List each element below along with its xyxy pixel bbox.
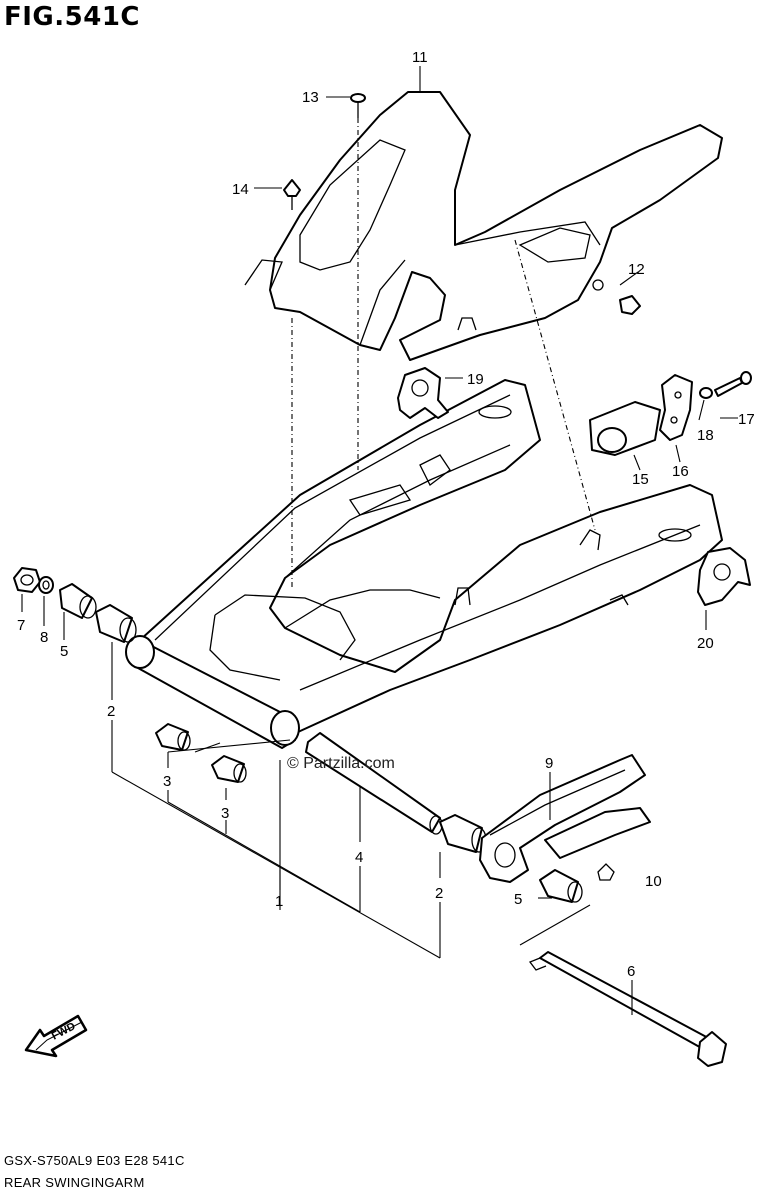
callout-5-lower: 5 (514, 891, 522, 908)
swingarm-part-1[interactable] (125, 379, 723, 749)
pivot-shaft-part-6[interactable] (528, 951, 727, 1067)
callout-2-lower: 2 (435, 885, 443, 902)
callout-17: 17 (738, 411, 755, 428)
callout-20: 20 (697, 635, 714, 652)
callout-4: 4 (355, 849, 363, 866)
bolt-part-17[interactable] (714, 371, 752, 397)
chain-buffer-part-15[interactable] (589, 401, 661, 456)
bolt-part-12[interactable] (619, 295, 641, 315)
callout-2-upper: 2 (107, 703, 115, 720)
chain-adjuster-part-16[interactable] (659, 374, 693, 441)
chain-case-part-9[interactable] (479, 754, 646, 883)
callout-1: 1 (275, 893, 283, 910)
bearing-part-3-upper[interactable] (155, 723, 191, 751)
screw-part-13[interactable] (350, 93, 366, 118)
washer-part-8[interactable] (38, 576, 54, 594)
screw-part-14[interactable] (283, 179, 301, 210)
rear-cushion-bracket-part-19[interactable] (397, 367, 449, 419)
bearing-part-2-lower[interactable] (439, 814, 487, 853)
cushion-mount-part-20[interactable] (697, 547, 751, 606)
callout-3-upper: 3 (163, 773, 171, 790)
leader-lines (21, 66, 738, 1015)
callout-7: 7 (17, 617, 25, 634)
callout-16: 16 (672, 463, 689, 480)
callout-8: 8 (40, 629, 48, 646)
chain-cover-part-11[interactable] (244, 91, 723, 361)
callout-12: 12 (628, 261, 645, 278)
bearing-part-2[interactable] (95, 604, 137, 643)
pipe-part-4[interactable] (305, 732, 443, 835)
fwd-arrow-icon (24, 1014, 88, 1058)
callout-3-lower: 3 (221, 805, 229, 822)
chain-guide-part-10[interactable] (544, 807, 651, 881)
callout-14: 14 (232, 181, 249, 198)
watermark: © Partzilla.com (287, 755, 395, 772)
callout-numbers: 11 13 14 12 19 17 18 16 15 20 7 8 5 2 3 … (17, 49, 755, 980)
callout-10: 10 (645, 873, 662, 890)
callout-13: 13 (302, 89, 319, 106)
figure-title: FIG.541C (4, 2, 141, 32)
callout-18: 18 (697, 427, 714, 444)
callout-9: 9 (545, 755, 553, 772)
callout-6: 6 (627, 963, 635, 980)
callout-11: 11 (412, 49, 428, 66)
washer-part-18[interactable] (699, 387, 713, 399)
callout-19: 19 (467, 371, 484, 388)
footer-name: REAR SWINGINGARM (4, 1175, 145, 1190)
spacer-part-5[interactable] (59, 583, 97, 619)
nut-part-7[interactable] (13, 567, 41, 593)
footer-code: GSX-S750AL9 E03 E28 541C (4, 1153, 185, 1168)
callout-5-upper: 5 (60, 643, 68, 660)
spacer-part-5-lower[interactable] (539, 869, 583, 903)
callout-15: 15 (632, 471, 649, 488)
bearing-part-3-lower[interactable] (211, 755, 247, 783)
